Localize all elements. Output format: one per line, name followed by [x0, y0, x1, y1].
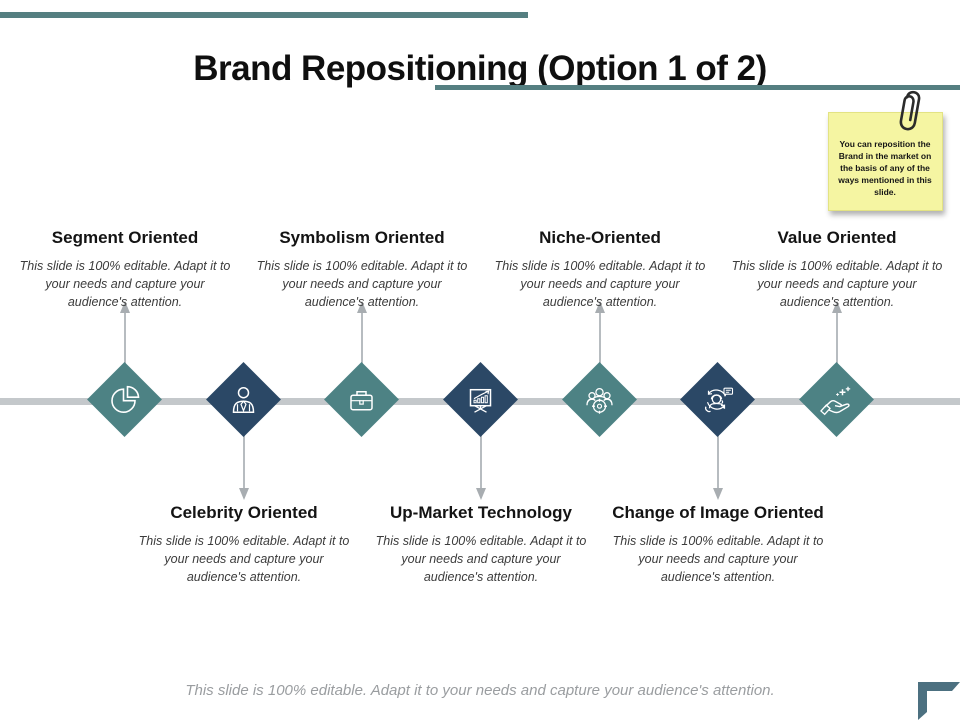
label-change-of-image[interactable]: Change of Image Oriented This slide is 1…: [600, 503, 836, 586]
diamond-symbolism-oriented[interactable]: [324, 362, 399, 437]
arrow-up-icon: [595, 301, 605, 313]
corner-bracket-decoration: [918, 682, 960, 720]
item-title: Celebrity Oriented: [170, 503, 318, 522]
arrow-up-icon: [357, 301, 367, 313]
label-segment-oriented[interactable]: Segment Oriented This slide is 100% edit…: [7, 228, 243, 311]
item-title: Niche-Oriented: [539, 228, 661, 247]
sticky-note-text: You can reposition the Brand in the mark…: [838, 139, 932, 197]
businessman-icon: [232, 386, 255, 413]
connector-line: [361, 312, 363, 400]
item-desc: This slide is 100% editable. Adapt it to…: [375, 534, 587, 585]
growth-chart-icon: [469, 388, 492, 413]
hand-plus-icon: [820, 386, 851, 415]
pie-chart-icon: [111, 385, 140, 413]
item-title: Segment Oriented: [51, 228, 199, 247]
connector-line: [124, 312, 126, 400]
top-accent-bar: [0, 12, 528, 18]
customer-support-icon: [705, 386, 734, 412]
label-value-oriented[interactable]: Value Oriented This slide is 100% editab…: [719, 228, 955, 311]
title-underline-bar: [435, 85, 960, 90]
label-symbolism-oriented[interactable]: Symbolism Oriented This slide is 100% ed…: [244, 228, 480, 311]
item-desc: This slide is 100% editable. Adapt it to…: [731, 259, 943, 310]
arrow-down-icon: [476, 488, 486, 500]
audience-target-icon: [586, 387, 613, 413]
connector-line: [243, 402, 245, 488]
item-desc: This slide is 100% editable. Adapt it to…: [612, 534, 824, 585]
item-desc: This slide is 100% editable. Adapt it to…: [19, 259, 231, 310]
item-desc: This slide is 100% editable. Adapt it to…: [494, 259, 706, 310]
arrow-up-icon: [120, 301, 130, 313]
item-desc: This slide is 100% editable. Adapt it to…: [138, 534, 350, 585]
sticky-note[interactable]: You can reposition the Brand in the mark…: [828, 112, 943, 211]
arrow-down-icon: [713, 488, 723, 500]
diamond-niche-oriented[interactable]: [562, 362, 637, 437]
arrow-up-icon: [832, 301, 842, 313]
label-up-market-technology[interactable]: Up-Market Technology This slide is 100% …: [363, 503, 599, 586]
item-title: Symbolism Oriented: [279, 228, 445, 247]
footer-note: This slide is 100% editable. Adapt it to…: [185, 682, 775, 699]
connector-line: [836, 312, 838, 400]
item-title: Value Oriented: [777, 228, 897, 247]
paperclip-icon: [899, 90, 921, 131]
arrow-down-icon: [239, 488, 249, 500]
item-title: Change of Image Oriented: [612, 503, 824, 522]
connector-line: [717, 402, 719, 488]
diamond-value-oriented[interactable]: [799, 362, 874, 437]
connector-line: [480, 402, 482, 488]
label-niche-oriented[interactable]: Niche-Oriented This slide is 100% editab…: [482, 228, 718, 311]
diamond-celebrity-oriented[interactable]: [206, 362, 281, 437]
diamond-up-market-technology[interactable]: [443, 362, 518, 437]
briefcase-icon: [350, 390, 373, 410]
label-celebrity-oriented[interactable]: Celebrity Oriented This slide is 100% ed…: [126, 503, 362, 586]
diamond-change-of-image[interactable]: [680, 362, 755, 437]
diamond-segment-oriented[interactable]: [87, 362, 162, 437]
page-title: Brand Repositioning (Option 1 of 2): [193, 49, 767, 89]
connector-line: [599, 312, 601, 400]
item-title: Up-Market Technology: [390, 503, 572, 522]
item-desc: This slide is 100% editable. Adapt it to…: [256, 259, 468, 310]
